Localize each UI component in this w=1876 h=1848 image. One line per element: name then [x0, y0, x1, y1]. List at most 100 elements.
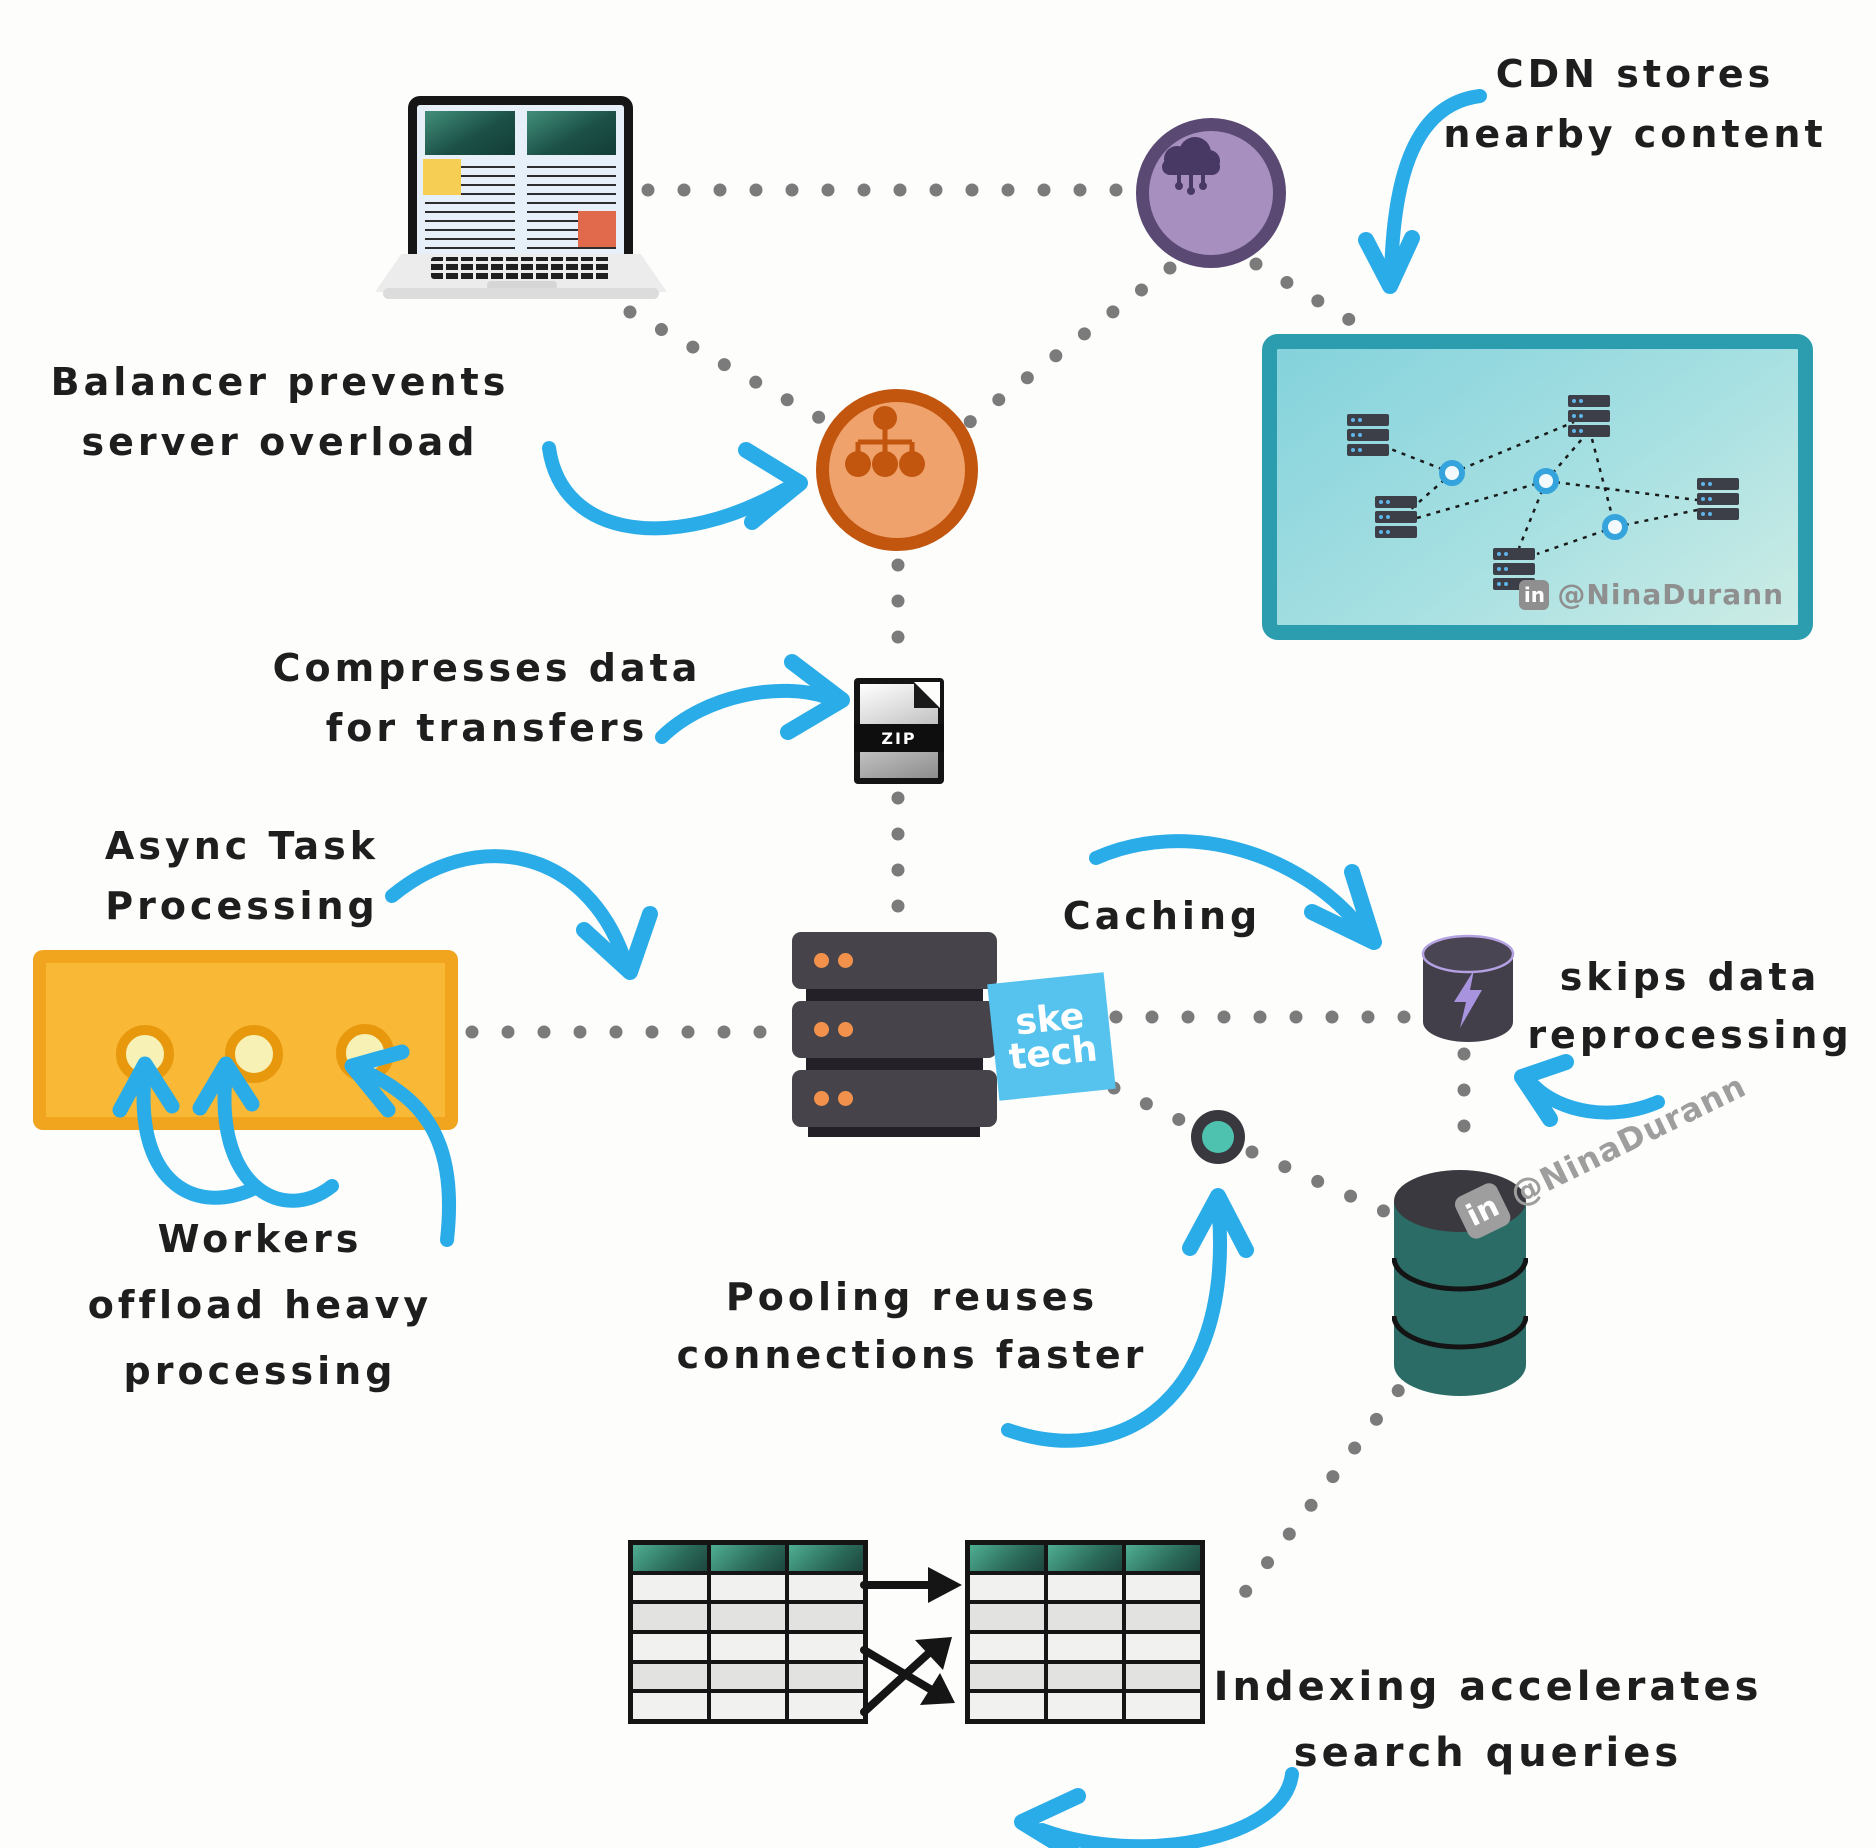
watermark-handle: @NinaDurann	[1504, 1066, 1753, 1214]
watermark-handle: @NinaDurann	[1557, 578, 1784, 611]
table-cell	[789, 1693, 863, 1720]
table-header-row	[633, 1545, 863, 1571]
table-cell	[633, 1604, 707, 1631]
table-cell	[711, 1545, 785, 1571]
label-line: search queries	[1293, 1730, 1683, 1776]
label-line: skips data	[1559, 955, 1821, 999]
connection-pool-node	[1191, 1110, 1245, 1164]
network-node-icon	[1602, 514, 1628, 540]
table-row	[633, 1693, 863, 1720]
laptop-icon	[375, 88, 667, 304]
table-cell	[1048, 1545, 1122, 1571]
arrow-async	[385, 849, 631, 965]
table-cell	[633, 1663, 707, 1690]
label-line: Workers	[157, 1217, 363, 1261]
table-row	[970, 1693, 1200, 1720]
app-server-stack	[792, 932, 997, 1140]
label-line: CDN stores	[1495, 52, 1775, 96]
table-cell	[789, 1634, 863, 1660]
webpage-yellow-block	[423, 159, 461, 195]
label-line: Pooling reuses	[725, 1275, 1099, 1319]
zip-file-icon: ZIP	[854, 678, 944, 784]
edge-server-pool	[1107, 1081, 1191, 1129]
table-cell	[1048, 1663, 1122, 1690]
edge-server-icon	[1568, 395, 1610, 437]
table-cell	[1126, 1545, 1200, 1571]
label-line: connections faster	[676, 1333, 1148, 1377]
label-indexing: Indexing accelerates search queries	[1214, 1654, 1763, 1786]
table-cell	[1126, 1604, 1200, 1631]
table-header-row	[970, 1545, 1200, 1571]
label-line: offload heavy	[87, 1283, 433, 1327]
webpage-orange-block	[578, 211, 616, 247]
label-compress: Compresses data for transfers	[273, 638, 702, 758]
laptop-webpage	[425, 111, 616, 249]
table-cell	[711, 1604, 785, 1631]
table-cell	[633, 1693, 707, 1720]
label-line: Caching	[1062, 894, 1262, 938]
label-line: Indexing accelerates	[1213, 1664, 1763, 1710]
label-line: server overload	[81, 420, 479, 464]
cdn-network-panel: in @NinaDurann	[1262, 334, 1813, 640]
worker-slot	[336, 1024, 394, 1082]
label-pooling: Pooling reuses connections faster	[677, 1268, 1148, 1384]
server-unit	[792, 1070, 997, 1127]
pool-dot	[1202, 1121, 1234, 1153]
table-cell	[1126, 1634, 1200, 1660]
arrow-balancer	[542, 441, 793, 536]
label-async: Async Task Processing	[105, 816, 379, 936]
webpage-image	[425, 111, 515, 155]
edge-pool-db	[1245, 1145, 1393, 1219]
sketech-brand-badge: ske tech	[987, 972, 1116, 1101]
table-cell	[970, 1574, 1044, 1601]
table-row	[633, 1604, 863, 1631]
zip-label: ZIP	[854, 724, 944, 752]
table-cell	[789, 1574, 863, 1601]
table-row	[970, 1604, 1200, 1631]
watermark: in @NinaDurann	[1451, 1063, 1754, 1242]
laptop-keyboard	[431, 257, 611, 279]
table-cell	[1048, 1604, 1122, 1631]
table-cell	[633, 1574, 707, 1601]
worker-pool-box	[33, 950, 458, 1130]
table-cell	[970, 1663, 1044, 1690]
table-cell	[1126, 1693, 1200, 1720]
hierarchy-icon	[845, 406, 925, 477]
badge-line: tech	[1007, 1027, 1100, 1078]
network-node-icon	[1439, 460, 1465, 486]
watermark: in @NinaDurann	[1519, 578, 1784, 611]
table-cell	[711, 1634, 785, 1660]
table-row	[633, 1574, 863, 1601]
label-line: Processing	[105, 884, 379, 928]
network-node-icon	[1533, 468, 1559, 494]
table-cell	[789, 1604, 863, 1631]
edge-cdn-panel	[1249, 257, 1377, 339]
edge-server-icon	[1375, 496, 1417, 538]
label-line: Compresses data	[272, 646, 702, 690]
webpage-column	[425, 111, 515, 249]
table-cell	[970, 1693, 1044, 1720]
label-line: Async Task	[104, 824, 380, 868]
webpage-column	[526, 111, 616, 249]
table-cell	[970, 1604, 1044, 1631]
table-row	[970, 1663, 1200, 1690]
edge-cdn-balancer	[955, 261, 1177, 435]
table-cell	[970, 1634, 1044, 1660]
cdn-node	[1136, 118, 1286, 268]
index-table	[965, 1540, 1205, 1724]
label-line: nearby content	[1443, 112, 1827, 156]
worker-slot	[116, 1025, 174, 1083]
zip-folded-corner	[914, 682, 940, 708]
table-row	[970, 1634, 1200, 1660]
table-cell	[789, 1545, 863, 1571]
label-line: for transfers	[325, 706, 649, 750]
server-unit	[792, 1001, 997, 1058]
table-cell	[1126, 1663, 1200, 1690]
index-table	[628, 1540, 868, 1724]
table-row	[970, 1574, 1200, 1601]
table-cell	[1048, 1574, 1122, 1601]
laptop-foot	[383, 288, 659, 299]
table-cell	[1048, 1693, 1122, 1720]
table-cell	[970, 1545, 1044, 1571]
